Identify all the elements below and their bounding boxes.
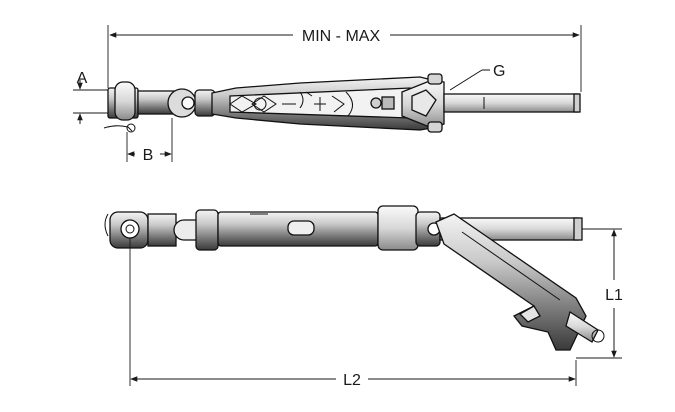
- side-cotter-pin: [104, 213, 109, 237]
- cotter-pin: [103, 125, 133, 132]
- g-leader: [449, 69, 483, 91]
- arm-notch: [518, 305, 541, 323]
- internal-linkage: [229, 91, 395, 117]
- jaw-pin-head: [114, 81, 136, 121]
- g-label: G: [493, 63, 505, 80]
- b-label: B: [143, 147, 154, 164]
- min-max-label: MIN - MAX: [302, 28, 381, 45]
- a-label: A: [77, 70, 88, 87]
- rod-end: [573, 93, 581, 113]
- cotter-pin-eye: [126, 123, 136, 133]
- collar-top-lug: [427, 73, 443, 85]
- top-view: MIN - MAX A B: [73, 25, 582, 164]
- angled-arm: [435, 213, 587, 351]
- side-toggle: [195, 209, 219, 251]
- threaded-rod: [443, 93, 579, 113]
- side-collar: [377, 205, 419, 251]
- side-view: L1 L2: [104, 205, 623, 389]
- jaw-toggle-hole: [181, 96, 195, 110]
- side-jaw-body: [147, 213, 177, 247]
- side-rod-end: [573, 217, 583, 241]
- collar-bottom-lug: [427, 121, 443, 133]
- side-jaw-pin-hole: [120, 219, 140, 239]
- l2-label: L2: [343, 372, 361, 389]
- side-body-slot: [287, 220, 315, 236]
- arm-end-fitting: [565, 310, 599, 343]
- collar-slot: [411, 89, 437, 117]
- l1-label: L1: [605, 287, 623, 304]
